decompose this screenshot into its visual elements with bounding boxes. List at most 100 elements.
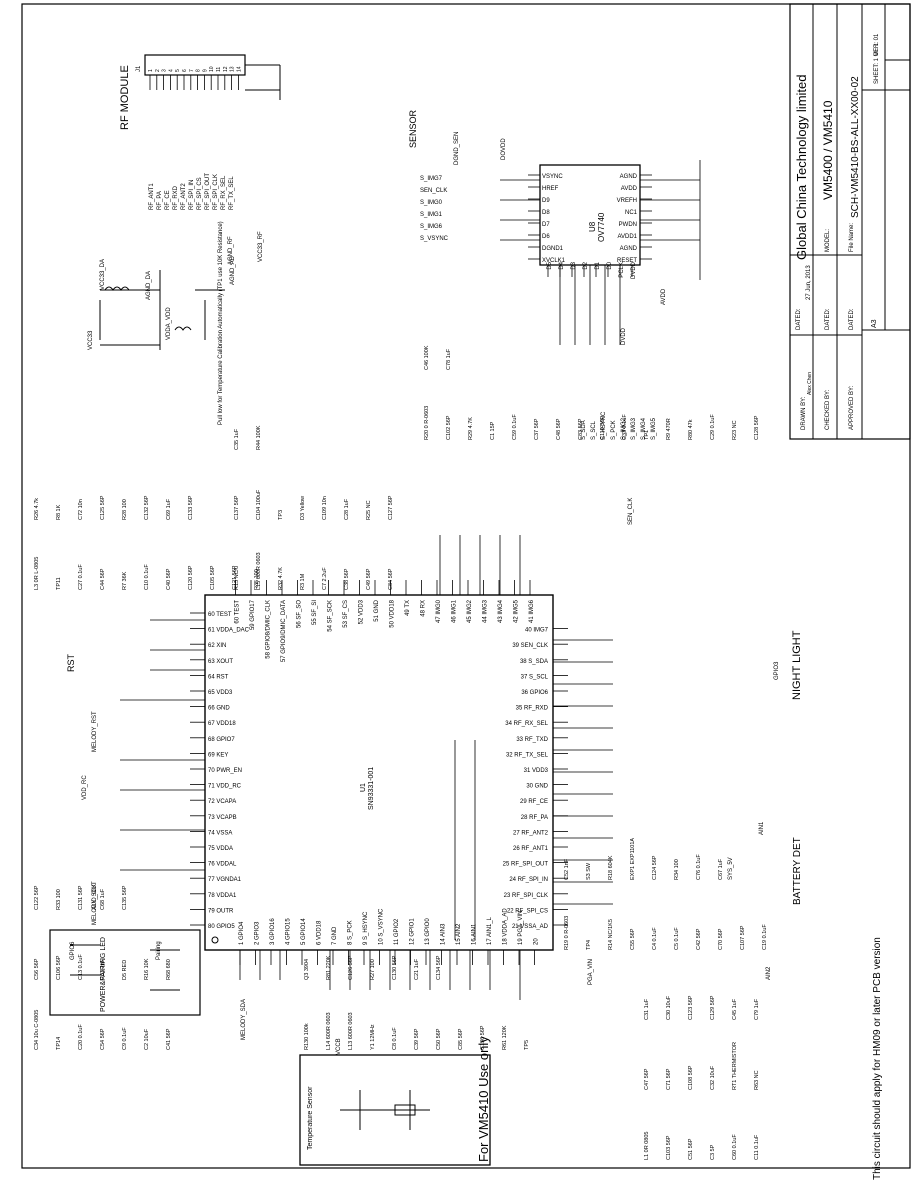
u1-pin-label: 36 GPIO6 xyxy=(521,690,548,696)
u8-pin-label: NC1 xyxy=(625,210,638,216)
u8-pin-label: PCLK xyxy=(619,262,625,278)
u1-pin-label: 55 SF_SI xyxy=(312,600,318,625)
u1-pin-label: 45 IMG2 xyxy=(467,599,473,623)
u1-pin-label: 5 GPIO14 xyxy=(301,918,307,945)
component-designator: C9 0.1uF xyxy=(122,1027,128,1050)
u1-pin-label: 10 S_VSYNC xyxy=(379,908,385,945)
power-net-label: VCC33 xyxy=(88,330,94,350)
power-net-label: VCC33_DA xyxy=(100,259,106,290)
j1-pin-number: 2 xyxy=(155,69,161,72)
component-designator: C136 56P xyxy=(480,1025,486,1050)
component-designator: C32 10uF xyxy=(710,1065,716,1090)
u1-pin-label: 35 RF_RXD xyxy=(516,706,549,712)
file-name-label: File Name: xyxy=(849,223,855,252)
rf-net-label: RF_TX_SEL xyxy=(229,176,235,210)
drawn-by-label: DRAWN BY: xyxy=(801,396,807,430)
u1-pin-label: 77 VGNDA1 xyxy=(208,877,242,883)
sheet-number: SHEET: 1 OF 1 xyxy=(874,42,880,84)
component-designator: C40 56P xyxy=(166,568,172,590)
component-designator: C134 56P xyxy=(436,955,442,980)
power-net-label: VCCB xyxy=(336,1038,342,1055)
temperature-sensor-block: Temperature Sensor For VM5410 Use only xyxy=(299,1036,491,1166)
sensor-net-labels: S_VSYNCS_IMG6S_IMG1S_IMG0SEN_CLKS_IMG7S_… xyxy=(420,176,657,440)
u1-pin-label: 61 VDDA_DAC xyxy=(208,628,250,634)
j1-pin-number: 4 xyxy=(168,69,174,72)
component-designator: C71 56P xyxy=(666,1068,672,1090)
u1-pin-label: 64 RST xyxy=(208,674,229,680)
sensor-net-label: S_IMG2 xyxy=(621,417,627,440)
rst-label: RST xyxy=(66,653,76,672)
rf-net-label: RF_CE xyxy=(165,190,171,210)
u1-pin-label: 30 GND xyxy=(526,784,548,790)
power-net-label: DGND_SEN xyxy=(454,132,460,165)
sensor-net-label: S_IMG5 xyxy=(651,417,657,440)
rf-net-label: RF_SPI_CLK xyxy=(213,174,219,210)
u1-pin-label: 76 VDDAL xyxy=(208,862,237,868)
component-designator: EXP1 EXP1101A xyxy=(630,838,636,880)
component-designator: D3 Yellow xyxy=(300,496,306,520)
checked-by-label: CHECKED BY: xyxy=(825,389,831,430)
dated-label-3: DATED: xyxy=(849,308,855,330)
sensor-net-label: S_IMG7 xyxy=(420,176,443,182)
u8-pin-label: VSYNC xyxy=(542,174,563,180)
u1-part: SN93331-001 xyxy=(368,767,375,810)
u1-pin-label: 39 SEN_CLK xyxy=(512,643,548,649)
component-designator: C78 1uF xyxy=(446,348,452,370)
component-designator: C110 56P xyxy=(600,416,606,440)
component-designator: C135 56P xyxy=(122,885,128,910)
u8-pin-label: D0 xyxy=(607,261,613,269)
component-designator: C105 56P xyxy=(210,565,216,590)
gpio3-label: GPIO3 xyxy=(774,661,780,680)
component-designator: C102 56P xyxy=(446,415,452,440)
u1-pin-label: 74 VSSA xyxy=(208,830,232,836)
u8-pin-label: VREFH xyxy=(617,198,637,204)
component-designator: C103 56P xyxy=(666,1135,672,1160)
u8-pin-label: D2 xyxy=(583,261,589,269)
u1-pin-label: 8 S_PCK xyxy=(348,920,354,945)
u1-pin-label: 73 VCAPB xyxy=(208,815,237,821)
u1-pin-label: 3 GPIO16 xyxy=(270,918,276,945)
u1-pin-label: 72 VCAPA xyxy=(208,799,236,805)
u1-pin-label: 51 GND xyxy=(374,599,380,621)
component-designator: C122 56P xyxy=(34,885,40,910)
melody-sda-label: MELODY_SDA xyxy=(241,999,247,1040)
ain2-label: AIN2 xyxy=(766,966,772,980)
component-designator: C85 56P xyxy=(458,1028,464,1050)
j1-pin-number: 13 xyxy=(230,66,236,72)
component-designator: C106 56P xyxy=(56,955,62,980)
power-net-label: DOVDD xyxy=(501,138,507,160)
component-designator: C47 56P xyxy=(644,1068,650,1090)
component-designator: C84 56P xyxy=(388,568,394,590)
component-designator: C4 0.1uF xyxy=(652,927,658,950)
sensor-title: SENSOR xyxy=(408,109,418,148)
date: 27 Jun, 2013 xyxy=(806,265,812,300)
u1-pin-label: 16 AIN1 xyxy=(472,923,478,945)
u8-pin-label: D8 xyxy=(542,210,550,216)
wiring xyxy=(120,160,701,1000)
component-designator: R3 1M xyxy=(300,573,306,590)
u8-pin-label: AGND xyxy=(620,174,638,180)
component-designator: R20 0 R-0603 xyxy=(424,406,430,440)
u1-pin-label: 22 RF_SPI_CS xyxy=(507,908,548,914)
temperature-sensor-title: Temperature Sensor xyxy=(307,1086,314,1150)
u1-pin-label: 70 PWR_EN xyxy=(208,768,242,774)
u8-ref: U8 xyxy=(588,221,597,232)
sensor-net-label: S_IMG1 xyxy=(420,212,443,218)
component-designator: R7 36K xyxy=(122,571,128,590)
j1-ref: J1 xyxy=(136,65,142,72)
u8-pin-label: D7 xyxy=(542,222,550,228)
u1-pin-label: 59 GPIO17 xyxy=(250,599,256,630)
component-designator: Q3 3904 xyxy=(304,959,310,980)
component-designator: R23 NC xyxy=(732,420,738,440)
component-designator: C123 56P xyxy=(688,995,694,1020)
u1-pin-label: 69 KEY xyxy=(208,752,228,758)
sensor-net-label: S_IMG0 xyxy=(420,200,443,206)
component-designator: R8 1K xyxy=(56,504,62,520)
component-designator: C13 0.1uF xyxy=(78,954,84,980)
dated-label-2: DATED: xyxy=(825,308,831,330)
